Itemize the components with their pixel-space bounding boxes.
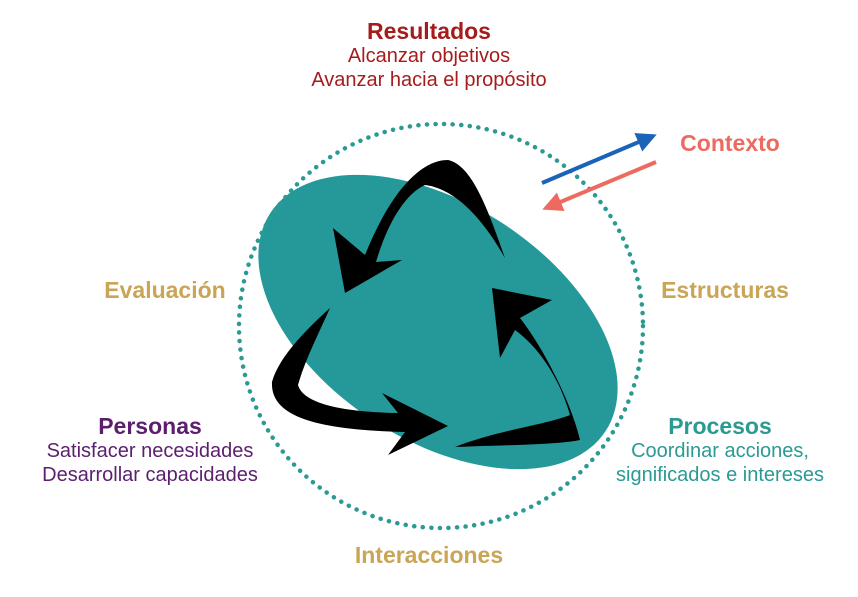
resultados-title: Resultados — [367, 18, 491, 44]
procesos-title: Procesos — [668, 413, 772, 439]
cycle-arrows — [271, 160, 580, 455]
procesos-line2: significados e intereses — [616, 463, 824, 486]
label-personas: Personas Satisfacer necesidades Desarrol… — [10, 413, 290, 487]
contexto-title: Contexto — [680, 130, 780, 156]
label-procesos: Procesos Coordinar acciones, significado… — [588, 413, 852, 487]
cycle-arrow-top — [333, 160, 505, 293]
personas-line2: Desarrollar capacidades — [42, 463, 258, 486]
dotted-boundary-circle — [236, 121, 646, 531]
personas-line1: Satisfacer necesidades — [46, 440, 254, 463]
resultados-line2: Avanzar hacia el propósito — [311, 68, 547, 91]
procesos-line1: Coordinar acciones, — [631, 440, 809, 463]
personas-title: Personas — [98, 413, 202, 439]
context-arrow-out — [541, 133, 657, 185]
label-estructuras: Estructuras — [640, 277, 810, 304]
interacciones-title: Interacciones — [354, 542, 504, 568]
cycle-arrow-left — [271, 308, 448, 455]
estructuras-title: Estructuras — [661, 277, 789, 303]
label-resultados: Resultados Alcanzar objetivos Avanzar ha… — [229, 18, 629, 92]
label-evaluacion: Evaluación — [80, 277, 250, 304]
resultados-line1: Alcanzar objetivos — [347, 45, 511, 68]
context-arrow-in — [542, 160, 657, 212]
label-contexto: Contexto — [660, 130, 800, 157]
evaluacion-title: Evaluación — [104, 277, 226, 303]
label-interacciones: Interacciones — [329, 542, 529, 569]
cycle-arrow-right — [455, 288, 580, 447]
